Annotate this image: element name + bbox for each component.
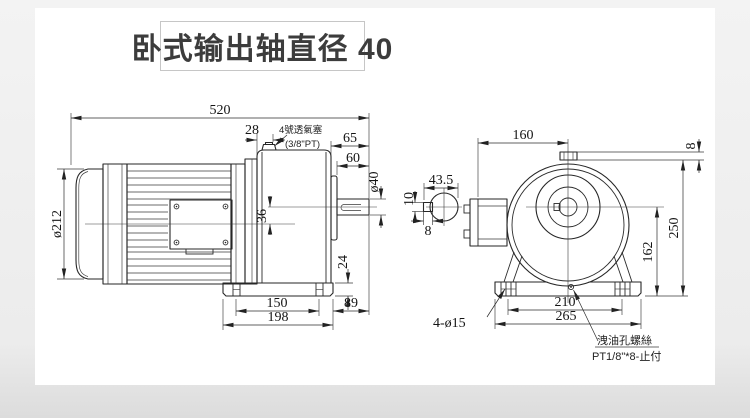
dim-vent-offset: 28 xyxy=(245,123,259,138)
page-title: 卧式输出轴直径 40 xyxy=(131,33,394,66)
side-view-dimensions: 520 ø212 28 4號透氣塞 (3/8"PT) 65 60 xyxy=(50,103,386,330)
motor-outline xyxy=(75,158,258,285)
dim-box-to-center: 160 xyxy=(513,128,534,143)
dim-overall-height: 250 xyxy=(667,218,682,239)
dim-shaft-center-height: 162 xyxy=(641,242,656,263)
dim-shaft-center-offset: 36 xyxy=(255,209,270,223)
dim-foot-height: 24 xyxy=(336,255,351,269)
dim-foot-hole-spacing-front: 210 xyxy=(555,295,576,310)
dim-key-width: 10 xyxy=(402,192,417,206)
vent-note-line2: (3/8"PT) xyxy=(285,139,320,150)
vent-note-line1: 4號透氣塞 xyxy=(279,124,323,136)
terminal-box-front xyxy=(463,198,508,247)
centerlines xyxy=(85,206,377,225)
dim-face-to-shaft-end: 65 xyxy=(343,131,357,146)
dim-motor-diameter: ø212 xyxy=(50,210,65,238)
dim-base-to-shaft-end: 89 xyxy=(344,296,358,311)
dim-shaft-diameter: ø40 xyxy=(367,172,382,193)
drain-note-line2: PT1/8"*8-止付 xyxy=(592,350,661,363)
cooling-fins xyxy=(127,170,231,281)
front-view-dimensions: 160 8 250 162 210 265 4- xyxy=(433,128,704,363)
dim-overall-length: 520 xyxy=(210,103,231,118)
dim-mounting-holes: 4-ø15 xyxy=(433,316,466,331)
drain-note-line1: 洩油孔螺絲 xyxy=(597,333,652,347)
title-box: 卧式输出轴直径 40 xyxy=(132,21,392,71)
side-view: 520 ø212 28 4號透氣塞 (3/8"PT) 65 60 xyxy=(50,103,386,330)
dim-foot-hole-spacing: 150 xyxy=(267,296,288,311)
shaft-key-detail: 43.5 10 8 xyxy=(402,173,462,239)
dim-shaft-length: 60 xyxy=(346,151,360,166)
dim-vent-plug-height: 8 xyxy=(684,143,699,150)
dim-base-length: 198 xyxy=(268,310,289,325)
front-view: 160 8 250 162 210 265 4- xyxy=(433,128,704,363)
dim-key-overall-width: 43.5 xyxy=(429,173,454,188)
drain-plug xyxy=(567,283,575,291)
terminal-box xyxy=(169,199,233,255)
dim-base-width: 265 xyxy=(556,309,577,324)
dim-key-depth: 8 xyxy=(425,224,432,239)
